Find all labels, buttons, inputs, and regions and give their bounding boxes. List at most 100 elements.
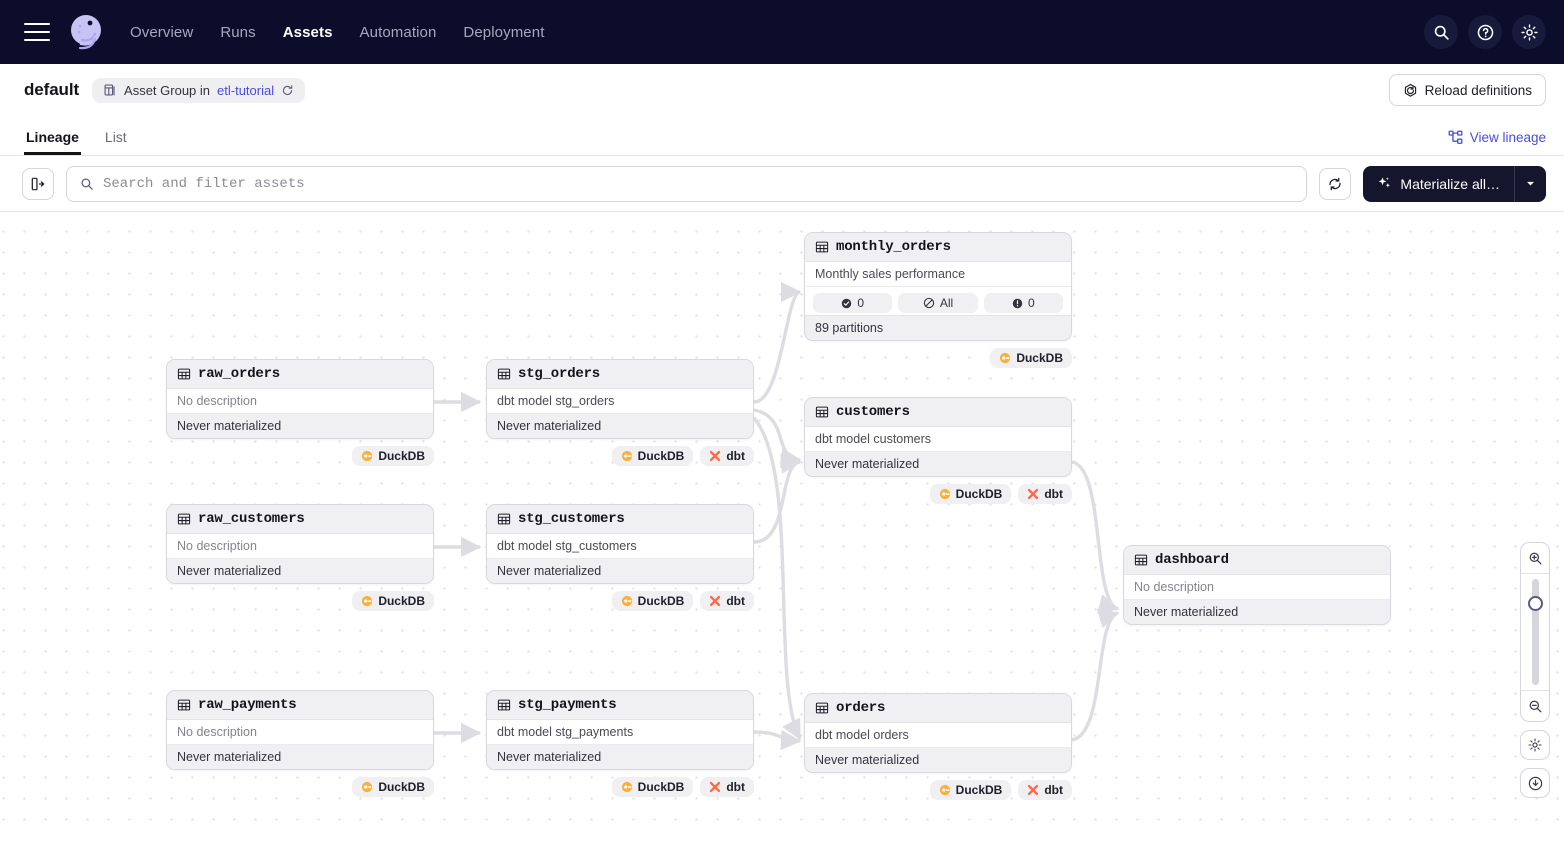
asset-node-status: Never materialized bbox=[805, 452, 1071, 476]
asset-tag-duckdb[interactable]: DuckDB bbox=[352, 777, 434, 797]
table-icon bbox=[177, 513, 191, 525]
asset-tag-duckdb[interactable]: DuckDB bbox=[929, 780, 1012, 800]
fit-to-screen-icon bbox=[1528, 776, 1542, 790]
reload-icon bbox=[1404, 83, 1416, 97]
asset-node-status: Never materialized bbox=[1124, 600, 1390, 624]
asset-node-header: raw_customers bbox=[167, 505, 433, 534]
duckdb-icon bbox=[362, 450, 373, 462]
tab-lineage[interactable]: Lineage bbox=[24, 129, 81, 155]
asset-node-description: dbt model stg_orders bbox=[487, 389, 753, 414]
partition-badge-check-circle-icon[interactable]: 0 bbox=[813, 293, 893, 313]
divider bbox=[1521, 690, 1549, 691]
asset-tag-duckdb[interactable]: DuckDB bbox=[352, 591, 434, 611]
settings-icon[interactable] bbox=[1512, 15, 1546, 49]
search-input[interactable] bbox=[103, 175, 1294, 192]
materialize-dropdown-button[interactable] bbox=[1514, 165, 1546, 202]
zoom-slider-handle[interactable] bbox=[1527, 596, 1543, 611]
view-lineage-link[interactable]: View lineage bbox=[1448, 130, 1546, 145]
asset-node-header: raw_payments bbox=[167, 691, 433, 720]
zoom-slider[interactable] bbox=[1521, 574, 1549, 690]
asset-node-header: stg_customers bbox=[487, 505, 753, 534]
refresh-graph-button[interactable] bbox=[1319, 167, 1352, 200]
asset-tag-label: DuckDB bbox=[1016, 351, 1063, 365]
asset-tag-label: dbt bbox=[726, 449, 745, 463]
nav-link-deployment[interactable]: Deployment bbox=[463, 23, 545, 41]
nav-link-assets[interactable]: Assets bbox=[282, 23, 333, 41]
asset-tag-duckdb[interactable]: DuckDB bbox=[929, 484, 1012, 504]
asset-tag-label: DuckDB bbox=[637, 449, 685, 463]
asset-tag-duckdb[interactable]: DuckDB bbox=[990, 348, 1072, 368]
asset-node-monthly_orders[interactable]: monthly_orders Monthly sales performance… bbox=[804, 232, 1072, 368]
asset-node-tags: DuckDB bbox=[166, 591, 434, 611]
dagster-logo[interactable] bbox=[64, 10, 108, 54]
asset-node-header: stg_orders bbox=[487, 360, 753, 389]
asset-tag-duckdb[interactable]: DuckDB bbox=[611, 777, 694, 797]
table-icon bbox=[497, 368, 511, 380]
nav-link-runs[interactable]: Runs bbox=[220, 23, 256, 41]
asset-tag-label: DuckDB bbox=[955, 487, 1003, 501]
zoom-in-icon[interactable] bbox=[1521, 543, 1549, 573]
asset-tag-duckdb[interactable]: DuckDB bbox=[352, 446, 434, 466]
asset-tag-dbt[interactable]: dbt bbox=[700, 777, 754, 797]
nav-link-automation[interactable]: Automation bbox=[359, 23, 437, 41]
partition-badge-exclamation-circle-icon[interactable]: 0 bbox=[983, 293, 1063, 313]
duckdb-icon bbox=[362, 781, 373, 793]
table-icon bbox=[497, 513, 511, 525]
table-icon bbox=[497, 699, 511, 711]
asset-node-header: monthly_orders bbox=[805, 233, 1071, 262]
fit-to-screen-button[interactable] bbox=[1520, 768, 1550, 798]
reload-definitions-button[interactable]: Reload definitions bbox=[1388, 74, 1546, 106]
tab-list[interactable]: List bbox=[104, 129, 127, 145]
asset-node-header: orders bbox=[805, 694, 1071, 723]
zoom-out-icon[interactable] bbox=[1521, 691, 1549, 721]
asset-node-box[interactable]: monthly_orders Monthly sales performance… bbox=[804, 232, 1072, 341]
materialize-all-button[interactable]: Materialize all… bbox=[1363, 165, 1514, 202]
help-icon[interactable] bbox=[1468, 15, 1502, 49]
refresh-icon[interactable] bbox=[281, 84, 294, 97]
partition-badge-slash-circle-icon[interactable]: All bbox=[898, 293, 978, 313]
asset-tag-dbt[interactable]: dbt bbox=[1018, 484, 1072, 504]
search-icon[interactable] bbox=[1424, 15, 1458, 49]
toggle-sidebar-button[interactable] bbox=[22, 167, 54, 200]
asset-tag-dbt[interactable]: dbt bbox=[700, 591, 754, 611]
search-field-wrapper[interactable] bbox=[66, 165, 1308, 202]
asset-node-tags: DuckDB dbt bbox=[804, 484, 1072, 504]
asset-node-description: dbt model stg_payments bbox=[487, 720, 753, 745]
nav-link-overview[interactable]: Overview bbox=[130, 23, 194, 41]
asset-tag-dbt[interactable]: dbt bbox=[700, 446, 754, 466]
exclamation-circle-icon bbox=[1012, 298, 1023, 308]
asset-tag-duckdb[interactable]: DuckDB bbox=[611, 591, 694, 611]
menu-icon[interactable] bbox=[24, 23, 50, 41]
asset-node-status: Never materialized bbox=[167, 559, 433, 583]
asset-tag-duckdb[interactable]: DuckDB bbox=[611, 446, 694, 466]
duckdb-icon bbox=[1000, 352, 1011, 364]
graph-settings-button[interactable] bbox=[1520, 730, 1550, 760]
zoom-slider-stack bbox=[1520, 542, 1550, 722]
asset-group-chip-link[interactable]: etl-tutorial bbox=[217, 82, 275, 98]
asset-node-status: Never materialized bbox=[805, 748, 1071, 772]
asset-group-chip[interactable]: Asset Group in etl-tutorial bbox=[92, 77, 306, 103]
asset-node-name: raw_orders bbox=[198, 366, 281, 382]
asset-node-status: Never materialized bbox=[167, 745, 433, 769]
dbt-icon bbox=[1028, 488, 1039, 500]
asset-tag-dbt[interactable]: dbt bbox=[1018, 780, 1072, 800]
